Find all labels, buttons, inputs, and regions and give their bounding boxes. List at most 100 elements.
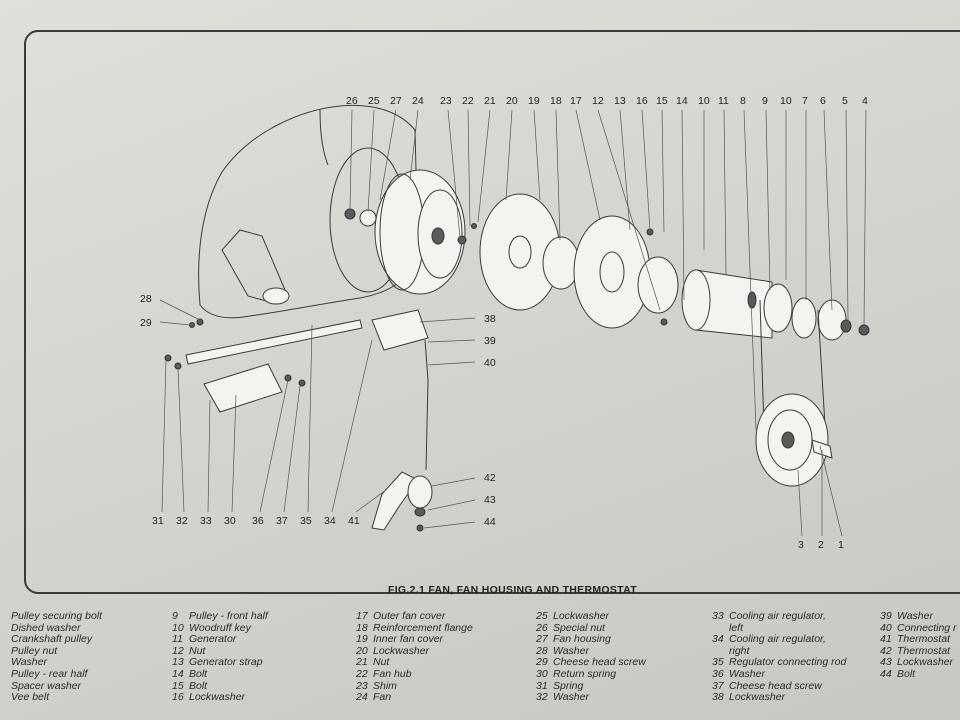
callout-label: 29 (140, 317, 152, 329)
callout-label: 3 (798, 539, 804, 551)
legend-item-text: Cheese head screw (729, 679, 822, 692)
callout-label: 4 (862, 95, 868, 107)
legend-item-text: Shim (373, 679, 397, 692)
legend-item-number: 40 (880, 621, 892, 634)
legend-item-number: 16 (172, 691, 184, 704)
legend-column-1: 1Pulley securing bolt2Dished washer3Cran… (0, 610, 102, 704)
legend-item-text: Cooling air regulator, (729, 633, 826, 646)
callout-label: 36 (252, 515, 264, 527)
legend-item-text: Inner fan cover (373, 633, 444, 646)
legend-item-number: 43 (880, 656, 892, 669)
callout-label: 35 (300, 515, 312, 527)
callout-label: 14 (676, 95, 688, 107)
legend-item: 11 Generator (172, 633, 268, 646)
callout-label: 43 (484, 494, 496, 506)
legend-item-number: 41 (880, 633, 892, 646)
callout-label: 44 (484, 516, 496, 528)
legend-item: 4Pulley nut (0, 645, 102, 658)
legend-item-text: Lockwasher (189, 691, 246, 704)
legend-item-number: 37 (712, 679, 724, 692)
callout-label: 22 (462, 95, 474, 107)
callout-label: 24 (412, 95, 424, 107)
legend-item: 37 Cheese head screw (712, 679, 846, 693)
legend-item-number: 36 (712, 667, 724, 680)
callout-label: 28 (140, 293, 152, 305)
legend-item-number: 28 (536, 644, 548, 657)
callout-label: 8 (740, 95, 746, 107)
legend-item-number: 34 (712, 633, 724, 646)
legend-item-text: Washer (553, 644, 589, 657)
legend-item-text: Spacer washer (11, 679, 82, 692)
callout-label: 19 (528, 95, 540, 107)
legend-item: 36 Washer (712, 667, 846, 681)
legend-item-number: 23 (356, 679, 368, 692)
legend-item-number: 38 (712, 691, 724, 704)
legend-item-text: Nut (189, 644, 206, 657)
legend-item-text: Bolt (897, 667, 916, 680)
legend-item: 34 Cooling air regulator, (712, 633, 846, 646)
callout-label: 31 (152, 515, 164, 527)
callout-label: 30 (224, 515, 236, 527)
legend-item-text: Generator (189, 633, 237, 646)
legend-item-number: 18 (356, 621, 368, 634)
leader-lines (159, 109, 867, 537)
callout-label: 41 (348, 515, 360, 527)
fan-housing-drawing (198, 104, 419, 319)
legend-item-text: Bolt (189, 679, 208, 692)
callout-label: 23 (440, 95, 452, 107)
legend-item-text: Fan hub (373, 667, 412, 680)
legend-item-text: right (729, 644, 750, 657)
legend-item-text: Fan (373, 691, 392, 704)
legend-item: 18 Reinforcement flange (356, 621, 473, 635)
callout-label: 40 (484, 357, 496, 369)
callout-label: 7 (802, 95, 808, 107)
legend-item: 38 Lockwasher (712, 691, 846, 704)
callout-label: 39 (484, 335, 496, 347)
legend-item-text: Washer (729, 667, 765, 680)
legend-item-number: 11 (172, 633, 183, 646)
legend-item-text: left (729, 621, 744, 634)
fan-covers-drawing (479, 193, 679, 329)
legend-item-number: 9 (172, 610, 178, 622)
callout-label: 10 (780, 95, 792, 107)
legend-item-number: 12 (172, 644, 184, 657)
legend-item-text: Connecting r (897, 621, 957, 634)
legend-item-text: Cooling air regulator, (729, 610, 826, 622)
callout-label: 27 (390, 95, 402, 107)
legend-item: 12 Nut (172, 644, 268, 658)
crankshaft-pulley-drawing (755, 299, 833, 487)
callout-label: 1 (838, 539, 844, 551)
legend-item-text: Thermostat (897, 633, 951, 646)
callout-label: 26 (346, 95, 358, 107)
legend-item-text: Nut (373, 656, 390, 669)
legend-item: 1Pulley securing bolt (0, 610, 102, 623)
legend-item-number: 31 (536, 679, 548, 692)
legend-item-text: Reinforcement flange (373, 621, 473, 634)
callout-label: 10 (698, 95, 710, 107)
legend-item-number: 19 (356, 633, 368, 646)
callout-label: 38 (484, 313, 496, 325)
callout-label: 34 (324, 515, 336, 527)
regulator-drawing (164, 309, 433, 532)
legend-item: right (712, 644, 846, 658)
callout-label: 2 (818, 539, 824, 551)
legend-item-text: Washer (11, 656, 47, 669)
callout-label: 9 (762, 95, 768, 107)
callout-label: 11 (718, 95, 729, 107)
callout-label: 17 (570, 95, 582, 107)
legend-item-number: 14 (172, 667, 184, 680)
callout-labels-bottom: 31 32 33 30 36 37 35 34 41 3 2 1 (152, 515, 844, 551)
legend-item-text: Lockwasher (729, 691, 786, 704)
callout-label: 5 (842, 95, 848, 107)
